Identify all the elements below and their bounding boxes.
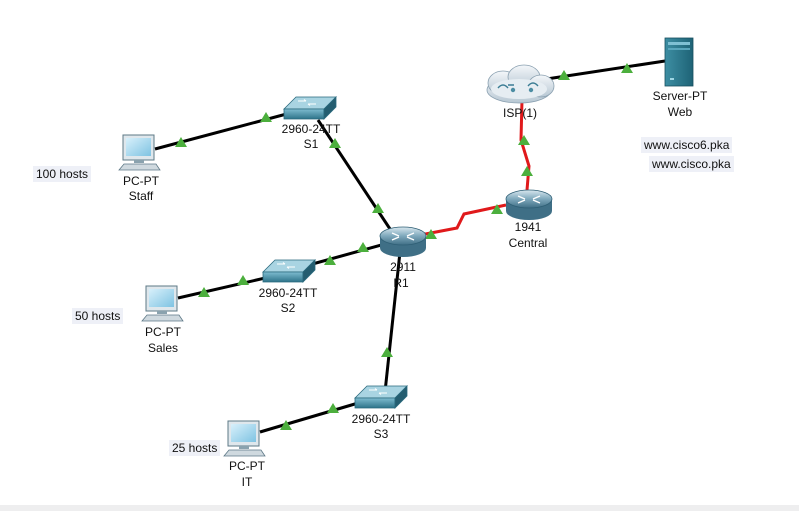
link-up-indicator [425, 229, 437, 239]
switch-s3[interactable]: 2960-24TT S3 [352, 385, 411, 441]
s2-model: 2960-24TT [259, 286, 318, 300]
note-url-cisco6[interactable]: www.cisco6.pka [641, 137, 733, 153]
pc-it-name: IT [242, 475, 253, 489]
link-up-indicator [327, 403, 339, 413]
link-sales-s2[interactable] [177, 274, 275, 300]
s3-name: S3 [374, 427, 389, 441]
s3-model: 2960-24TT [352, 412, 411, 426]
central-name: Central [509, 236, 548, 250]
link-up-indicator [381, 347, 393, 357]
link-up-indicator [175, 137, 187, 147]
central-model: 1941 [515, 220, 542, 234]
s2-name: S2 [281, 301, 296, 315]
link-status-lights [175, 63, 633, 430]
link-up-indicator [280, 420, 292, 430]
r1-model: 2911 [390, 260, 416, 274]
pc-staff-name: Staff [129, 189, 154, 203]
server-web[interactable]: Server-PT Web [653, 37, 708, 119]
link-up-indicator [372, 203, 384, 213]
link-s1-r1[interactable] [316, 119, 394, 233]
link-up-indicator [237, 275, 249, 285]
note-sales-hosts[interactable]: 50 hosts [72, 308, 124, 324]
router-r1[interactable]: 2911 R1 [379, 226, 427, 290]
link-up-indicator [260, 112, 272, 122]
link-up-indicator [329, 138, 341, 148]
pc-sales-name: Sales [148, 341, 178, 355]
link-up-indicator [198, 287, 210, 297]
link-up-indicator [558, 70, 570, 80]
cloud-isp[interactable]: ISP(1) [486, 64, 555, 120]
switch-icon [283, 96, 337, 120]
link-central-isp-serial[interactable] [519, 99, 531, 191]
switch-icon [262, 259, 316, 283]
s1-model: 2960-24TT [282, 122, 341, 136]
pc-sales[interactable]: PC-PT Sales [141, 285, 184, 355]
router-central[interactable]: 1941 Central [505, 189, 553, 250]
cloud-icon [486, 64, 555, 104]
link-up-indicator [491, 204, 503, 214]
link-r1-s3[interactable] [383, 251, 402, 393]
link-up-indicator [357, 242, 369, 252]
link-r1-central-serial[interactable] [414, 203, 507, 238]
pc-it[interactable]: PC-PT IT [223, 420, 266, 489]
note-it-hosts[interactable]: 25 hosts [169, 440, 221, 456]
s1-name: S1 [304, 137, 319, 151]
switch-s1[interactable]: 2960-24TT S1 [282, 96, 341, 151]
link-it-s3[interactable] [259, 399, 366, 434]
link-up-indicator [324, 255, 336, 265]
canvas-bottom-edge [0, 505, 799, 511]
switch-icon [354, 385, 408, 409]
link-up-indicator [521, 166, 533, 176]
pc-sales-model: PC-PT [145, 325, 182, 339]
switch-s2[interactable]: 2960-24TT S2 [259, 259, 318, 315]
link-up-indicator [518, 135, 530, 145]
pc-staff-model: PC-PT [123, 174, 160, 188]
pc-icon [141, 285, 184, 322]
pc-staff[interactable]: PC-PT Staff [118, 134, 161, 203]
pc-it-model: PC-PT [229, 459, 266, 473]
server-icon [664, 37, 694, 87]
pc-icon [223, 420, 266, 457]
server-model: Server-PT [653, 89, 708, 103]
pc-icon [118, 134, 161, 171]
link-staff-s1[interactable] [154, 110, 295, 151]
r1-name: R1 [393, 276, 409, 290]
router-icon [505, 189, 553, 220]
note-url-cisco[interactable]: www.cisco.pka [649, 156, 734, 172]
router-icon [379, 226, 427, 257]
link-up-indicator [621, 63, 633, 73]
link-isp-server[interactable] [539, 59, 666, 82]
note-staff-hosts[interactable]: 100 hosts [33, 166, 92, 182]
isp-name: ISP(1) [503, 106, 537, 120]
server-name: Web [668, 105, 693, 119]
